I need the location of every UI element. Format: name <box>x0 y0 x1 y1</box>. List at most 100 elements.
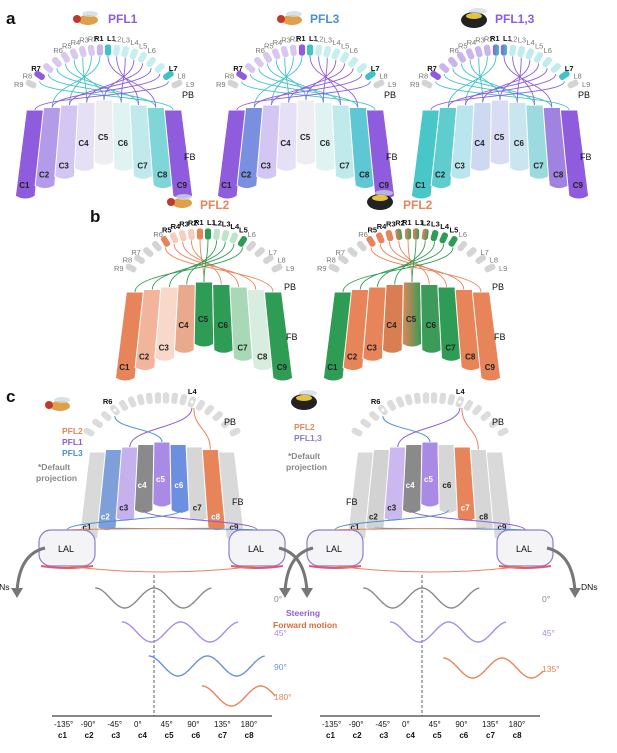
pb-glomerulus-label: R3 <box>179 220 189 229</box>
forward-connection <box>66 565 258 573</box>
pb-glomerulus <box>339 51 350 64</box>
pb-glomerulus-label: R5 <box>62 41 72 50</box>
pb-glomerulus-label: L7 <box>269 248 277 257</box>
pb-mark-label-l4: L4 <box>188 387 198 396</box>
fb-column-label: C7 <box>137 161 148 170</box>
lal-bottom-edge <box>40 565 94 569</box>
neuron-projection <box>447 55 497 108</box>
pb-glomerulus <box>420 227 430 241</box>
activity-bump <box>443 657 544 679</box>
neuron-projection <box>66 527 218 531</box>
x-tick-column-label: c2 <box>85 731 94 740</box>
fb-column-label: c7 <box>461 503 470 512</box>
pb-glomerulus <box>500 43 508 57</box>
forward-motion-label: Forward motion <box>273 620 337 630</box>
x-tick-label: -45° <box>375 720 390 729</box>
pb-glomerulus <box>118 399 129 412</box>
pb-glomerulus-label: R2 <box>290 34 300 43</box>
pb-glomerulus <box>456 240 468 253</box>
fb-column <box>450 104 475 180</box>
fb-column-label: C9 <box>277 363 288 372</box>
fb-column-label: c6 <box>442 481 451 490</box>
pb-glomerulus <box>212 227 221 241</box>
fb-column-label: C8 <box>359 171 370 180</box>
fb-column <box>471 291 502 382</box>
panel-a-letter: a <box>6 9 16 28</box>
pfl1-title: PFL1 <box>108 12 138 26</box>
pb-glomerulus-label: L1 <box>107 34 116 43</box>
pb-label: PB <box>492 417 504 427</box>
pb-glomerulus <box>100 410 113 422</box>
fb-column-label: C6 <box>218 321 229 330</box>
default-note-2: projection <box>36 473 77 483</box>
neuron-projection <box>69 67 152 106</box>
neuron-projection <box>182 241 239 288</box>
pb-glomerulus <box>322 45 332 59</box>
neuron-projection <box>465 67 548 106</box>
lal-label: LAL <box>516 544 532 554</box>
pb-glomerulus <box>355 62 368 74</box>
pb-glomerulus <box>153 62 166 74</box>
x-tick-column-label: c5 <box>165 731 174 740</box>
fb-column-label: C1 <box>221 181 232 190</box>
pb-glomerulus-label: R7 <box>427 64 437 73</box>
pb-glomerulus <box>280 45 290 59</box>
lal-bottom-edge <box>308 565 362 569</box>
pb-glomerulus <box>187 227 196 241</box>
pb-glomerulus <box>145 56 157 69</box>
neuron-projection <box>107 55 157 108</box>
fb-column-label: c8 <box>479 513 488 522</box>
fb-column-label: c9 <box>498 523 507 532</box>
neuron-projection <box>334 509 449 531</box>
fb-column-label: C2 <box>435 171 446 180</box>
pb-glomerulus-label: L5 <box>139 41 147 50</box>
pb-glomerulus-label: L2 <box>509 34 517 43</box>
fb-column-label: c1 <box>83 523 92 532</box>
pb-glomerulus <box>327 262 341 274</box>
x-tick-column-label: c3 <box>379 731 388 740</box>
neuron-projection <box>309 55 359 108</box>
neuron-projection <box>143 509 258 531</box>
pb-glomerulus <box>365 235 377 248</box>
pb-glomerulus <box>91 417 104 429</box>
neuron-projection <box>151 243 235 290</box>
pb-glomerulus-label: L8 <box>277 255 285 264</box>
pb-glomerulus <box>136 393 146 407</box>
pb-glomerulus <box>429 69 442 81</box>
pfl2-title-fly: PFL2 <box>200 198 230 212</box>
pb-glomerulus <box>298 43 306 57</box>
fb-column-label: C6 <box>320 139 331 148</box>
fb-column <box>365 449 391 532</box>
neuron-projection <box>39 81 174 111</box>
x-tick-label: 180° <box>509 720 526 729</box>
neuron-projection <box>116 56 139 106</box>
panel-c-letter: c <box>6 387 15 406</box>
pb-glomerulus <box>271 47 282 61</box>
neuron-projection <box>249 73 359 108</box>
steering-fly-diagram: R6L4c1c2c3c4c5c6c7c8c9PBFBLALLALDNs0°45°… <box>0 387 313 740</box>
neuron-projection <box>51 55 101 108</box>
activity-bump <box>121 621 239 643</box>
pb-mark-label-r6: R6 <box>103 397 113 406</box>
pb-glomerulus-label: L9 <box>388 80 396 89</box>
legend-pfl2-bee: PFL2 <box>294 422 315 432</box>
fb-column <box>559 109 590 200</box>
fb-column-label: C5 <box>406 315 417 324</box>
fb-column-label: C6 <box>426 321 437 330</box>
pb-glomerulus <box>112 43 121 57</box>
pb-glomerulus <box>430 391 438 405</box>
pb-glomerulus-label: L9 <box>582 80 590 89</box>
pb-glomerulus <box>465 47 476 61</box>
x-tick-label: -45° <box>107 720 122 729</box>
fb-column-label: C5 <box>494 133 505 142</box>
pb-glomerulus <box>558 69 571 81</box>
neuron-projection <box>382 415 431 443</box>
pb-glomerulus <box>120 45 130 59</box>
fb-column-label: c2 <box>369 513 378 522</box>
pb-glomerulus <box>438 391 447 405</box>
default-note-1: *Default <box>38 462 70 472</box>
fb-column <box>34 107 62 190</box>
fb-column-label: C4 <box>280 139 291 148</box>
